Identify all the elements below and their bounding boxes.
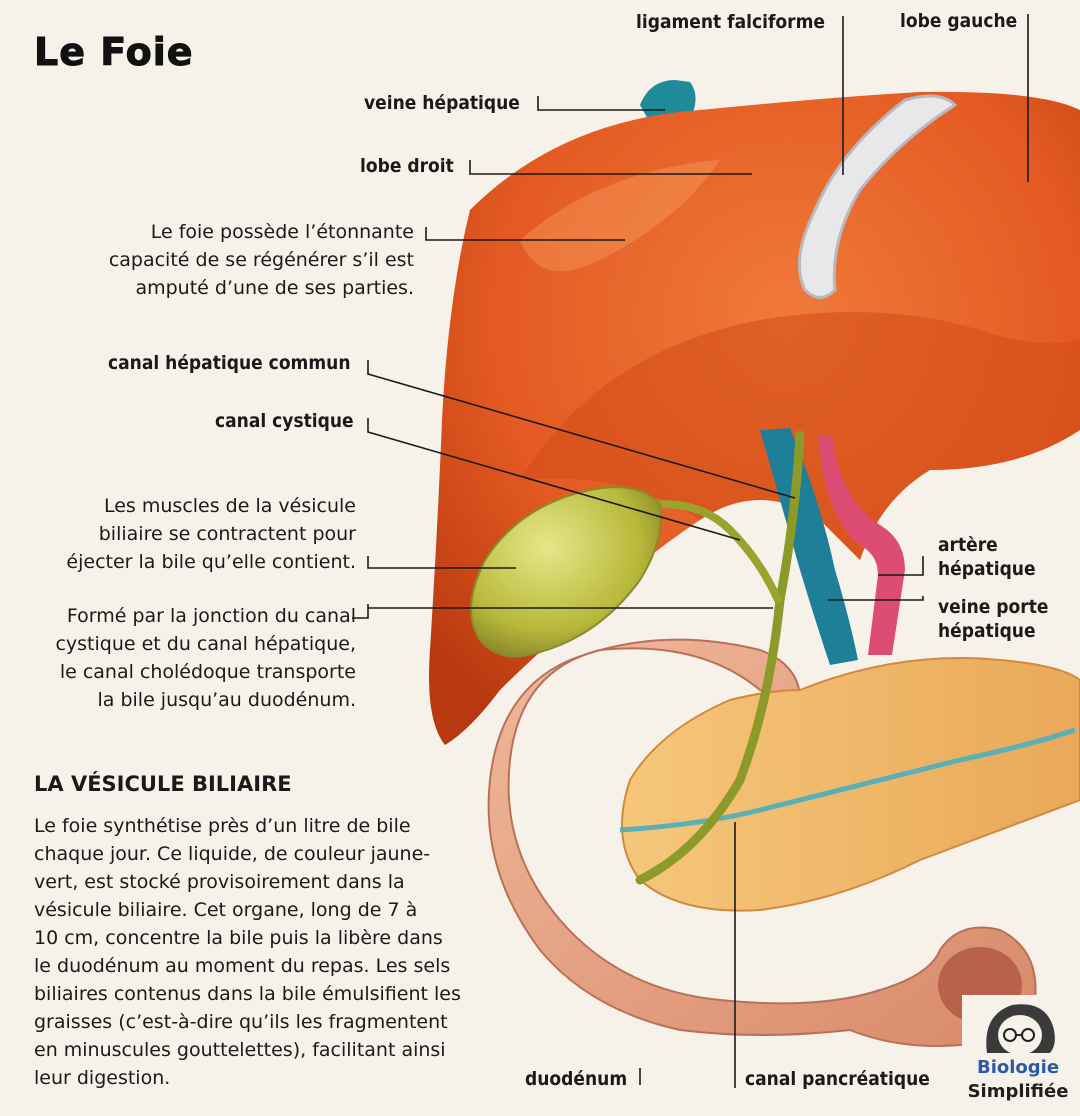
note-foie: Le foie possède l’étonnante capacité de … — [100, 218, 414, 302]
note-vesicule: Les muscles de la vésicule biliaire se c… — [56, 492, 356, 576]
body-line: 10 cm, concentre la bile puis la libère … — [34, 927, 443, 949]
page-title: Le Foie — [34, 30, 194, 75]
label-ligament-falciforme: ligament falciforme — [636, 11, 825, 33]
body-line: le duodénum au moment du repas. Les sels — [34, 955, 451, 977]
label-duodenum: duodénum — [525, 1068, 628, 1090]
portal-vein — [760, 428, 858, 665]
body-line: leur digestion. — [34, 1067, 171, 1089]
label-lobe-droit: lobe droit — [360, 155, 454, 177]
note-foie-line: amputé d’une de ses parties. — [135, 277, 414, 299]
pancreas — [621, 657, 1080, 912]
note-vesicule-line: éjecter la bile qu’elle contient. — [66, 551, 356, 573]
label-veine-hepatique: veine hépatique — [364, 92, 520, 114]
logo-line2: Simplifiée — [967, 1081, 1069, 1102]
leader-lobe-droit — [469, 160, 752, 175]
portrait-icon — [962, 995, 1074, 1055]
gallbladder — [470, 486, 662, 658]
leader-artere — [878, 556, 924, 576]
brand-logo: Biologie Simplifiée — [962, 995, 1074, 1110]
body-line: biliaires contenus dans la bile émulsifi… — [34, 983, 461, 1005]
note-choledoque-line: le canal cholédoque transporte — [59, 661, 356, 683]
body-line: vésicule biliaire. Cet organe, long de 7… — [34, 899, 418, 921]
label-canal-pancreatique: canal pancréatique — [745, 1068, 930, 1090]
section-title: LA VÉSICULE BILIAIRE — [34, 772, 292, 796]
common-bile-duct — [635, 430, 805, 885]
label-veine-porte-line: hépatique — [938, 620, 1036, 642]
leader-choledoque — [352, 604, 773, 619]
leader-veine-hepatique — [537, 96, 665, 111]
body-line: vert, est stocké provisoirement dans la — [34, 871, 405, 893]
note-foie-line: Le foie possède l’étonnante — [150, 221, 414, 243]
note-choledoque-line: Formé par la jonction du canal — [66, 605, 356, 627]
body-line: graisses (c’est-à-dire qu’ils les fragme… — [34, 1011, 448, 1033]
pancreatic-duct — [619, 727, 1076, 833]
note-choledoque-line: cystique et du canal hépatique, — [55, 633, 356, 655]
label-lobe-gauche: lobe gauche — [900, 10, 1018, 32]
note-choledoque: Formé par la jonction du canal cystique … — [40, 602, 356, 714]
note-vesicule-line: Les muscles de la vésicule — [103, 495, 356, 517]
liver-highlight — [520, 160, 720, 272]
body-line: chaque jour. Ce liquide, de couleur jaun… — [34, 843, 431, 865]
body-line: en minuscules gouttelettes), facilitant … — [34, 1039, 446, 1061]
section-body: Le foie synthétise près d’un litre de bi… — [34, 812, 461, 1092]
leader-canal-cystique — [367, 418, 741, 541]
cystic-duct — [646, 500, 782, 604]
leader-foie — [425, 227, 625, 241]
label-veine-porte: veine porte hépatique — [938, 595, 1049, 643]
note-foie-line: capacité de se régénérer s’il est — [108, 249, 414, 271]
falciform-ligament — [797, 94, 958, 299]
leader-veine-porte — [828, 596, 924, 601]
label-canal-cystique: canal cystique — [215, 410, 354, 432]
label-artere-line: hépatique — [938, 558, 1036, 580]
leader-vesicule — [367, 556, 516, 569]
label-veine-porte-line: veine porte — [938, 596, 1049, 618]
body-line: Le foie synthétise près d’un litre de bi… — [34, 815, 411, 837]
label-artere-line: artère — [938, 534, 998, 556]
logo-line1: Biologie — [976, 1057, 1060, 1078]
label-artere-hepatique: artère hépatique — [938, 533, 1036, 581]
note-choledoque-line: la bile jusqu’au duodénum. — [97, 689, 356, 711]
note-vesicule-line: biliaire se contractent pour — [98, 523, 356, 545]
label-canal-hepatique-commun: canal hépatique commun — [108, 352, 351, 374]
leader-canal-hepatique — [367, 360, 796, 499]
